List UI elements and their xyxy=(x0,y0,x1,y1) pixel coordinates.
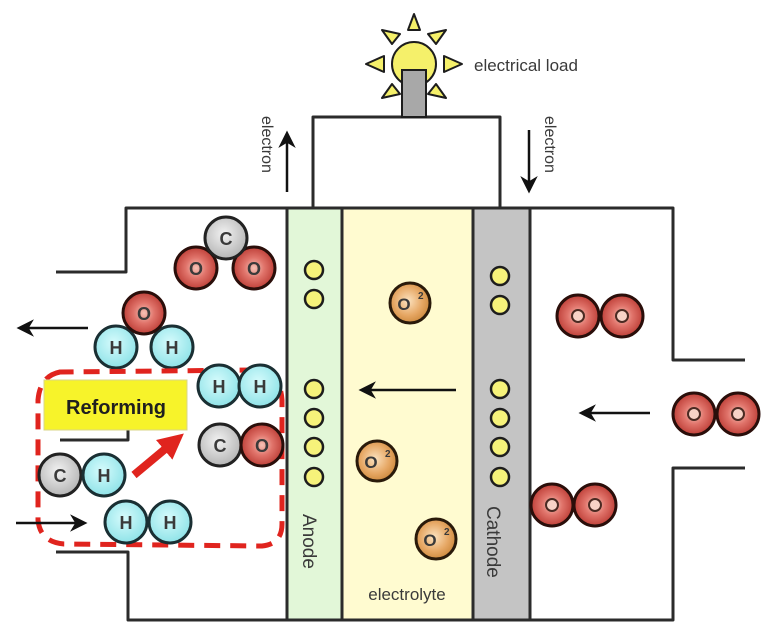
ch-molecule: C H xyxy=(37,452,127,498)
electron xyxy=(489,294,511,316)
h2-molecule-feed: H H xyxy=(103,499,193,545)
electron xyxy=(489,466,511,488)
svg-text:O: O xyxy=(397,295,410,314)
anode-label: Anode xyxy=(298,514,319,569)
electron xyxy=(303,436,325,458)
electron xyxy=(303,288,325,310)
reforming-region-outline xyxy=(35,367,285,549)
electron xyxy=(489,378,511,400)
electron xyxy=(303,407,325,429)
electron-label-right: electron xyxy=(541,116,558,173)
svg-text:2: 2 xyxy=(385,449,391,460)
svg-text:H: H xyxy=(166,338,179,358)
o2-molecule-inlet xyxy=(671,391,761,437)
oxide-ion: O 2 xyxy=(414,517,458,561)
svg-text:O: O xyxy=(364,453,377,472)
svg-text:H: H xyxy=(110,338,123,358)
electron-label-left: electron xyxy=(258,116,275,173)
oxide-ion: O 2 xyxy=(355,439,399,483)
co2-molecule: O O C xyxy=(173,215,277,291)
electrolyte-label: electrolyte xyxy=(368,585,445,604)
svg-text:O: O xyxy=(255,436,269,456)
svg-text:H: H xyxy=(254,377,267,397)
oxide-ion: O 2 xyxy=(388,281,432,325)
cathode-electrons xyxy=(489,265,511,488)
electron xyxy=(489,265,511,287)
electron xyxy=(489,436,511,458)
svg-text:O: O xyxy=(137,304,151,324)
electrolyte-layer xyxy=(342,208,473,620)
svg-text:H: H xyxy=(98,466,111,486)
reforming-label: Reforming xyxy=(66,397,166,419)
electron xyxy=(303,378,325,400)
svg-text:C: C xyxy=(220,229,233,249)
h2o-molecule: H H O xyxy=(93,290,195,370)
svg-text:2: 2 xyxy=(444,527,450,538)
electron xyxy=(303,466,325,488)
svg-text:H: H xyxy=(164,513,177,533)
svg-text:2: 2 xyxy=(418,291,424,302)
o2-molecule-lower xyxy=(529,482,618,528)
svg-text:C: C xyxy=(54,466,67,486)
electrical-load-label: electrical load xyxy=(474,56,578,75)
svg-text:O: O xyxy=(189,259,203,279)
anode-electrons xyxy=(303,259,325,488)
svg-text:H: H xyxy=(120,513,133,533)
reforming-label-box xyxy=(43,379,188,431)
electron xyxy=(489,407,511,429)
svg-text:O: O xyxy=(423,531,436,550)
svg-text:O: O xyxy=(247,259,261,279)
svg-text:C: C xyxy=(214,436,227,456)
svg-text:H: H xyxy=(213,377,226,397)
reforming-arrow xyxy=(131,433,184,479)
light-bulb-icon xyxy=(365,13,463,118)
h2-molecule-product: H H xyxy=(196,363,283,409)
housing-outline xyxy=(56,115,745,622)
co-molecule: C O xyxy=(197,422,285,468)
o2-molecule-cathode xyxy=(555,293,645,339)
cathode-label: Cathode xyxy=(482,506,503,578)
electron xyxy=(303,259,325,281)
